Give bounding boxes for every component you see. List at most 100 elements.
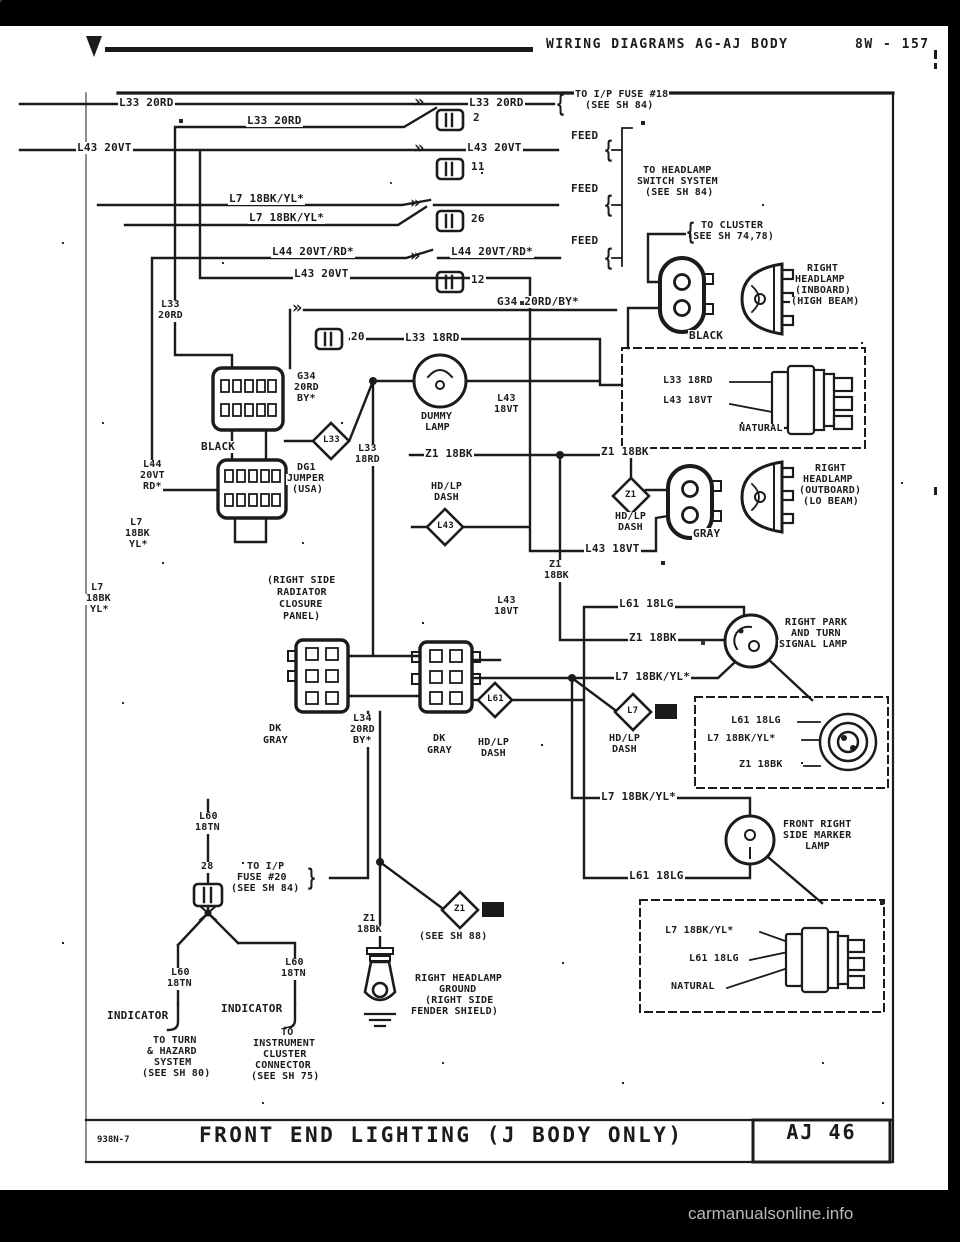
brace-icon: { — [604, 243, 614, 273]
leader-lines — [725, 381, 821, 990]
wire-label: Z1 18BK — [628, 631, 678, 644]
wire-label: 18BK — [356, 924, 383, 936]
wire-label: GRAY — [262, 735, 289, 747]
wire-label: (OUTBOARD) — [798, 485, 863, 497]
splice-id-label: L43 — [437, 521, 454, 531]
splice-id-label: L33 — [323, 435, 340, 445]
inline-connector-arrow-icon: » — [292, 298, 302, 318]
wire-label: BLACK — [200, 440, 237, 453]
wire-label: TO HEADLAMP — [642, 165, 713, 177]
wire-label: (SEE SH 84) — [644, 187, 715, 199]
wire-label: L43 20VT — [76, 141, 133, 154]
wire-label: (SEE SH 84) — [230, 883, 301, 895]
wire-label: TO — [280, 1027, 295, 1039]
wire-label: L33 20RD — [468, 96, 525, 109]
wire-label: HD/LP — [608, 733, 642, 745]
right-headlamp-inboard — [740, 262, 795, 336]
wire-label: FRONT RIGHT — [782, 819, 853, 831]
wire-label: L60 — [198, 811, 219, 823]
wire-label: RIGHT PARK — [784, 617, 849, 629]
wire-label: FENDER SHIELD) — [410, 1006, 500, 1018]
wire-label: 11 — [470, 160, 486, 173]
wire-label: (INBOARD) — [794, 285, 852, 297]
wire-label: 20RD — [349, 724, 376, 736]
wire-label: 18RD — [354, 454, 381, 466]
wire-label: (USA) — [291, 484, 325, 496]
wire-label: L43 18VT — [584, 542, 641, 555]
footer-code: 938N-7 — [96, 1135, 131, 1146]
splice-id-label: L61 — [487, 694, 504, 704]
wire-label: 2 — [472, 111, 481, 124]
wire-label: (SEE SH 80) — [141, 1068, 212, 1080]
wire-label: FEED — [570, 234, 600, 247]
indicator-symbol — [166, 1002, 180, 1032]
page-title: FRONT END LIGHTING (J BODY ONLY) — [199, 1123, 684, 1147]
wire-label: 20RD — [157, 310, 184, 322]
wire-label: INDICATOR — [106, 1009, 170, 1022]
detail-boxes — [621, 347, 889, 1013]
wire-label: (LO BEAM) — [802, 496, 860, 508]
wire-label: L61 18LG — [628, 869, 685, 882]
wire-label: BY* — [352, 735, 373, 747]
park-lamp-socket-detail — [818, 712, 878, 772]
wire-label: YL* — [128, 539, 149, 551]
right-headlamp-outboard — [740, 460, 795, 534]
wire-label: L7 18BK/YL* — [248, 211, 326, 224]
wire-label: L44 20VT/RD* — [450, 245, 534, 258]
header-rule — [105, 47, 533, 52]
wire-label: TO TURN — [152, 1035, 198, 1047]
wire-label: HEADLAMP — [802, 474, 854, 486]
splice-id-label: Z1 — [625, 490, 637, 500]
wire-label: (HIGH BEAM) — [790, 296, 861, 308]
wire-label: 20VT — [139, 470, 166, 482]
inline-connector-icons — [192, 108, 465, 908]
wire-label: 18VT — [493, 606, 520, 618]
wire-label: & HAZARD — [146, 1046, 198, 1058]
wire-label: 18TN — [194, 822, 221, 834]
splice-id-label: Z1 — [454, 904, 466, 914]
wire-label: 28 — [200, 861, 215, 873]
wire-label: Z1 18BK — [738, 759, 784, 771]
wire-label: INDICATOR — [220, 1002, 284, 1015]
ten-pin-connector — [216, 458, 288, 520]
brace-icon: { — [306, 863, 316, 893]
wire-label: 18VT — [493, 404, 520, 416]
page-number-frame — [751, 1118, 892, 1164]
inline-connector-arrow-icon: » — [414, 138, 424, 158]
wire-label: DASH — [480, 748, 507, 760]
wire-label: G34 — [296, 371, 317, 383]
wire-label: INSTRUMENT — [252, 1038, 317, 1050]
wire-label: Z1 18BK — [600, 445, 650, 458]
wire-label: SYSTEM — [153, 1057, 193, 1069]
wire-label: PANEL) — [282, 611, 322, 623]
wire-label: 20 — [350, 330, 366, 343]
wire-label: L33 20RD — [118, 96, 175, 109]
wire-label: DK — [268, 723, 283, 735]
wire-label: L7 18BK/YL* — [664, 925, 735, 937]
brace-icon: { — [604, 135, 614, 165]
wire-label: JUMPER — [286, 473, 326, 485]
wire-label: RIGHT — [814, 463, 848, 475]
wire-label: 12 — [470, 273, 486, 286]
wire-label: FUSE #20 — [236, 872, 288, 884]
wire-label: L33 20RD — [246, 114, 303, 127]
brace-icon: { — [604, 190, 614, 220]
wire-label: (SEE SH 75) — [250, 1071, 321, 1083]
wire-label: L43 — [496, 595, 517, 607]
wire-label: SIGNAL LAMP — [778, 639, 849, 651]
wire-label: L33 — [357, 443, 378, 455]
wire-label: RD* — [142, 481, 163, 493]
wire-label: (SEE SH 74,78) — [686, 231, 776, 243]
wire-label: (RIGHT SIDE — [266, 575, 337, 587]
scan-noise — [0, 0, 2, 2]
wire-label: L33 18RD — [404, 331, 461, 344]
wire-label: TO I/P — [246, 861, 286, 873]
inline-connector-arrow-icon: » — [414, 92, 424, 112]
wire-label: HD/LP — [614, 511, 648, 523]
splice-diamonds — [311, 421, 653, 930]
side-marker-socket-detail — [784, 926, 866, 994]
feed-bracket — [611, 127, 633, 267]
six-pin-connector — [287, 638, 350, 714]
wire-label: L44 — [142, 459, 163, 471]
